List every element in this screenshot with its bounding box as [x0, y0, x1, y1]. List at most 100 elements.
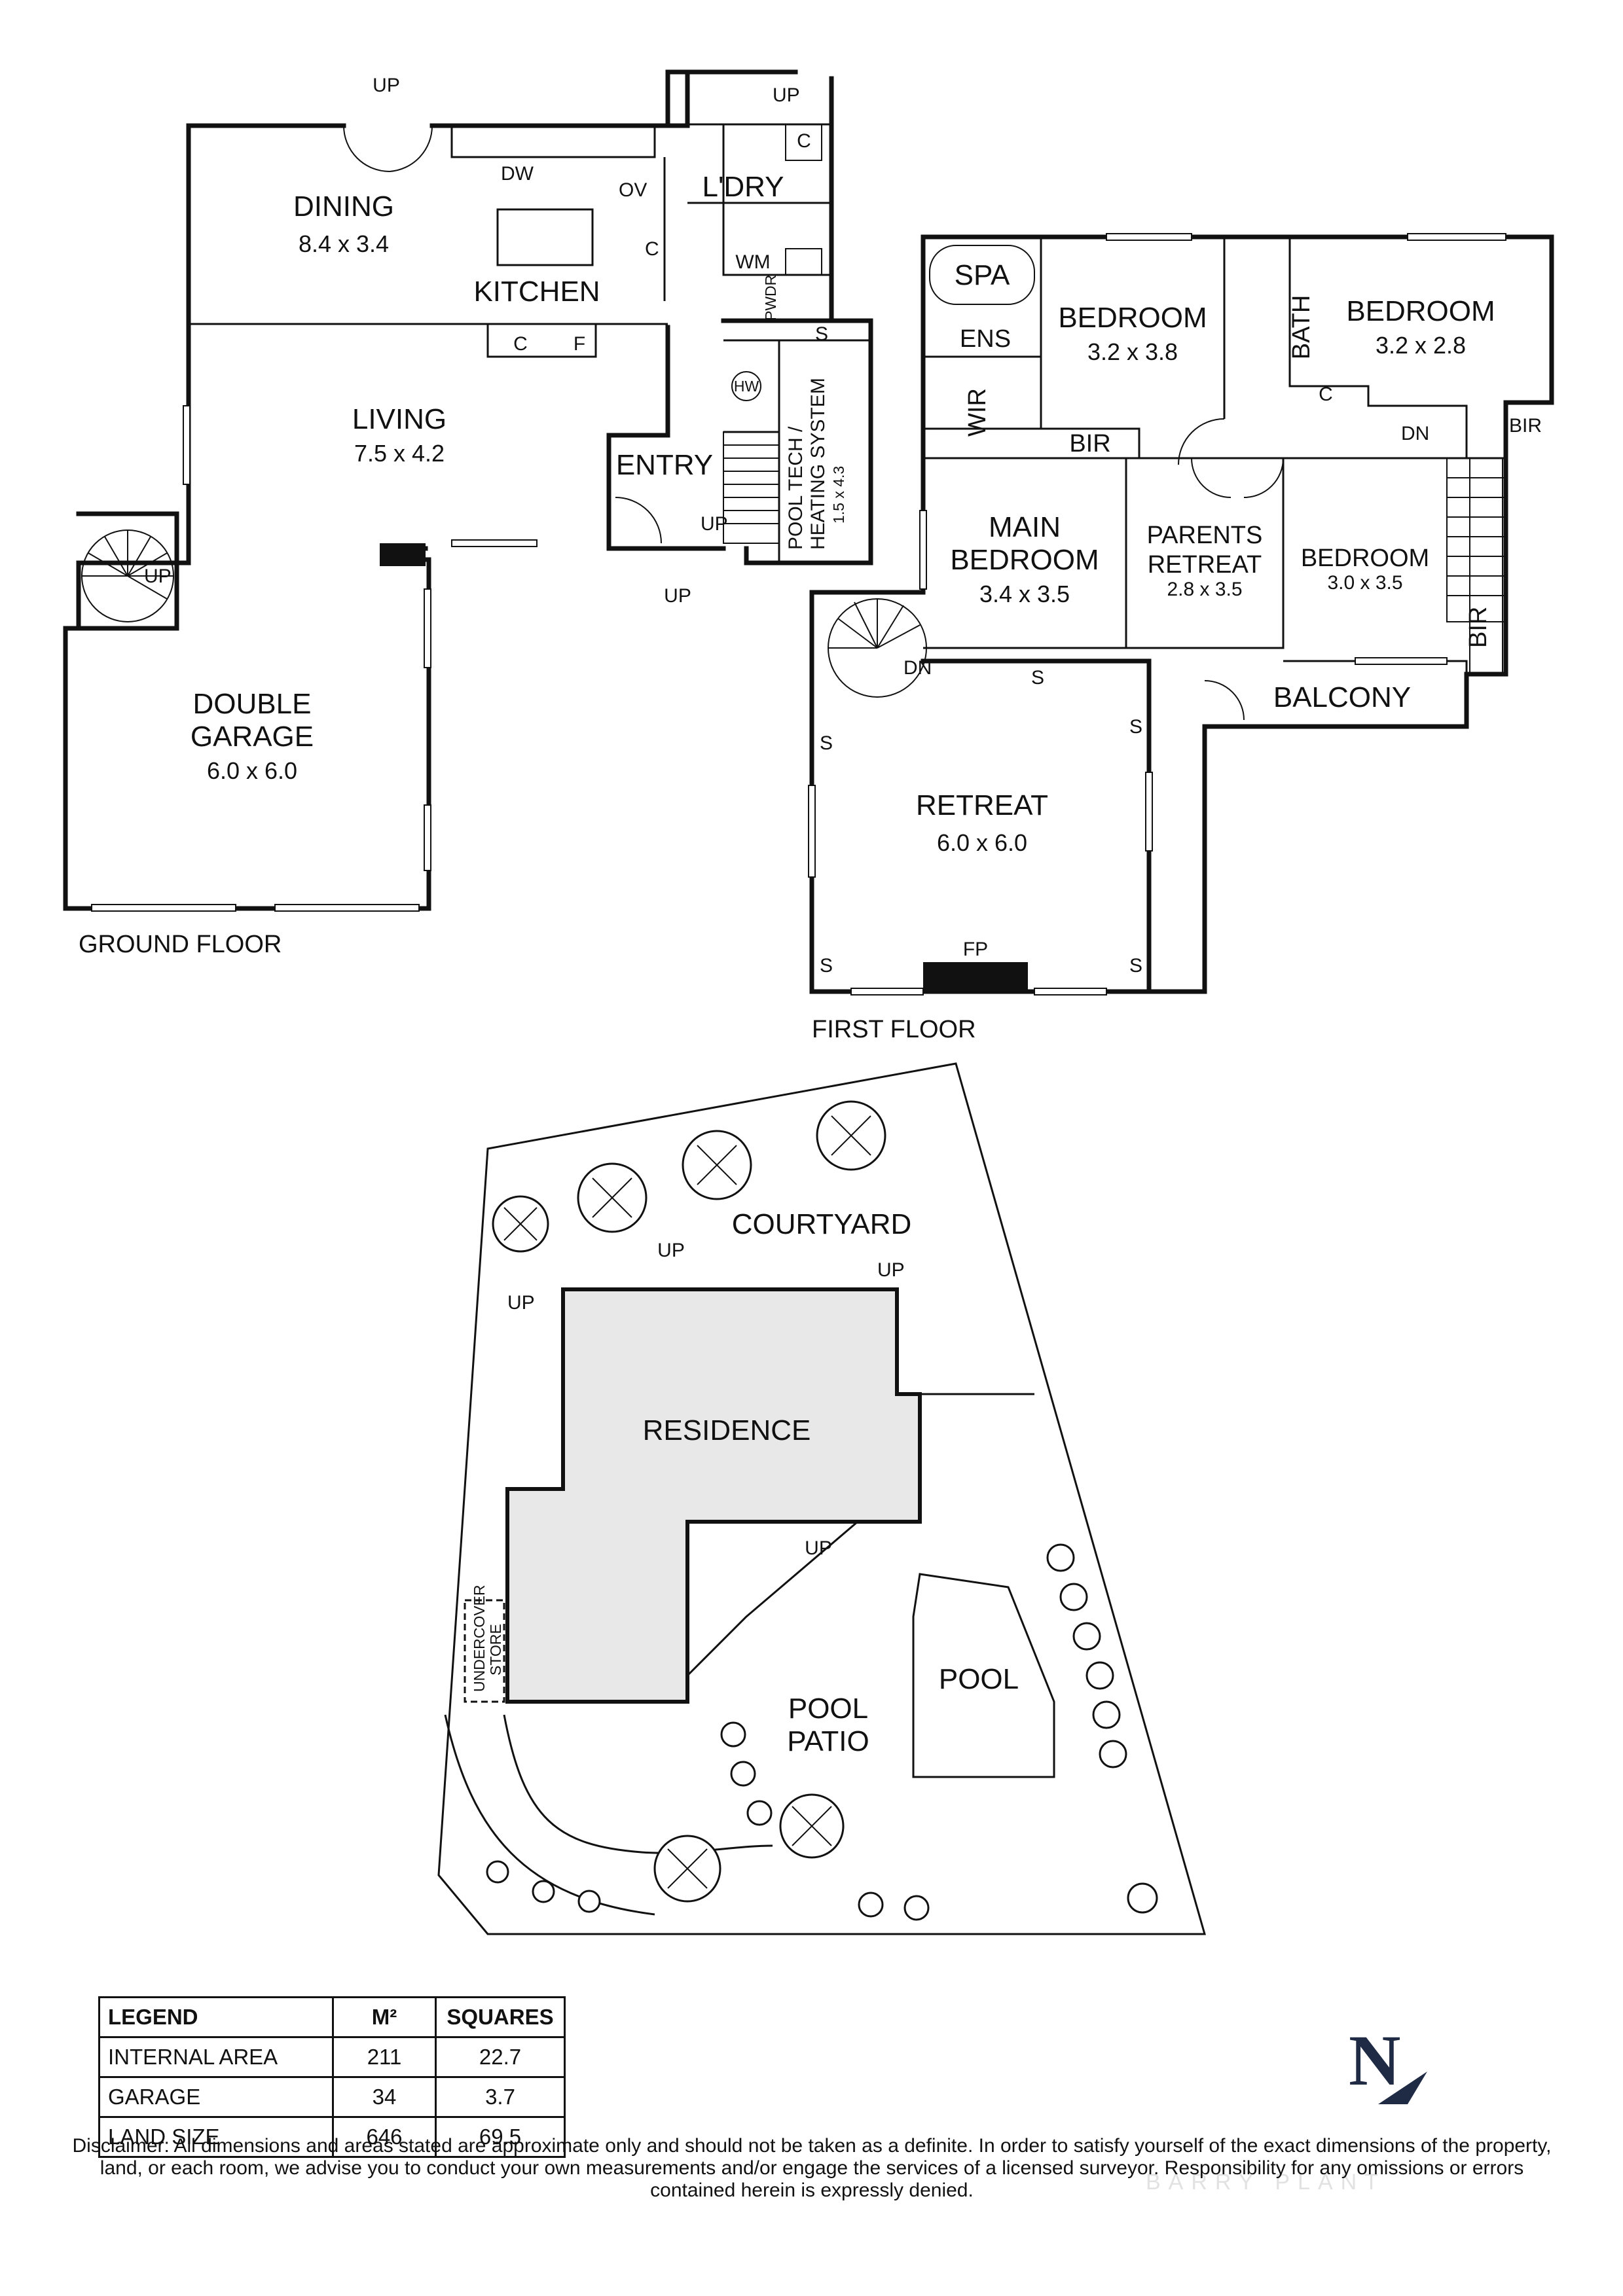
laundry-cupboard: [785, 124, 822, 161]
legend-cell: 646: [332, 2116, 437, 2158]
residence-label: RESIDENCE: [643, 1414, 811, 1446]
window: [1355, 657, 1448, 665]
bedroom1-dim: 3.2 x 3.8: [1087, 338, 1178, 365]
cupboard-label: C: [645, 238, 659, 260]
garage-label-2: GARAGE: [191, 721, 314, 753]
main-bedroom-label-1: MAIN: [989, 511, 1061, 543]
up-marker: UP: [773, 84, 800, 106]
hot-water-label: HW: [734, 378, 759, 395]
first-floor-label: FIRST FLOOR: [812, 1016, 976, 1043]
window: [91, 904, 236, 912]
cupboard-label: C: [1319, 384, 1333, 405]
legend-cell: GARAGE: [98, 2076, 334, 2118]
parents-retreat-label-1: PARENTS: [1147, 522, 1263, 549]
chimney: [380, 543, 426, 566]
storage-label: S: [1129, 716, 1142, 738]
north-arrow-icon: [1378, 2072, 1427, 2104]
parents-retreat-doors: [1191, 457, 1284, 498]
first-room-walls: [1040, 237, 1468, 458]
bir-label: BIR: [1509, 415, 1542, 437]
down-marker: DN: [1401, 423, 1429, 444]
up-marker: UP: [144, 565, 172, 587]
tree-icon: [858, 1892, 884, 1918]
residence-footprint: [505, 1287, 922, 1704]
ensuite-label: ENS: [960, 325, 1011, 353]
spa-label: SPA: [955, 259, 1010, 291]
area-legend-table: LEGEND M² SQUARES INTERNAL AREA 211 22.7…: [98, 1996, 566, 2158]
legend-row: GARAGE 34 3.7: [98, 2076, 566, 2118]
garden-trees: [486, 1100, 1158, 1921]
down-marker: DN: [903, 657, 932, 679]
tree-icon: [1072, 1622, 1101, 1651]
bir-label: BIR: [1069, 430, 1110, 457]
site-plan: [437, 1062, 1206, 1935]
up-marker: UP: [664, 585, 691, 607]
entry-door-swing: [615, 497, 662, 544]
ground-floor-plan: [63, 69, 873, 912]
tree-icon: [720, 1721, 746, 1748]
pool-patio-label-1: POOL: [788, 1693, 868, 1725]
courtyard-label: COURTYARD: [732, 1208, 912, 1240]
tree-icon: [492, 1195, 549, 1253]
entry-label: ENTRY: [616, 449, 713, 481]
kitchen-island: [496, 208, 594, 266]
legend-header-row: LEGEND M² SQUARES: [98, 1996, 566, 2038]
bedroom3-label: BEDROOM: [1301, 545, 1429, 572]
legend-row: LAND SIZE 646 69.5: [98, 2116, 566, 2158]
up-marker: UP: [877, 1259, 905, 1281]
window: [850, 988, 924, 996]
tree-icon: [1059, 1583, 1088, 1611]
legend-cell: INTERNAL AREA: [98, 2036, 334, 2078]
garden-path: [444, 1714, 773, 1916]
first-stairs: [1446, 457, 1506, 622]
up-marker: UP: [507, 1292, 535, 1314]
legend-header: LEGEND: [98, 1996, 334, 2038]
ground-spiral-stair: [81, 529, 174, 622]
legend-cell: 22.7: [435, 2036, 566, 2078]
first-spiral-stair: [828, 598, 927, 698]
garage-dim: 6.0 x 6.0: [207, 757, 297, 784]
bir-label: BIR: [1465, 607, 1492, 648]
window: [1145, 772, 1153, 852]
legend-header: M²: [332, 1996, 437, 2038]
first-inner-walls: [923, 457, 1506, 649]
ground-floor-label: GROUND FLOOR: [79, 931, 282, 958]
site-boundary: [437, 1062, 1206, 1935]
window: [451, 539, 538, 547]
up-marker: UP: [373, 75, 400, 96]
laundry-trough: [785, 248, 822, 276]
up-marker: UP: [657, 1240, 685, 1261]
legend-cell: LAND SIZE: [98, 2116, 334, 2158]
bedroom3-dim: 3.0 x 3.5: [1327, 572, 1402, 594]
legend-header: SQUARES: [435, 1996, 566, 2038]
wir-label: WIR: [964, 388, 991, 437]
stair-enclosure-wall: [76, 511, 179, 631]
dining-french-doors: [343, 125, 433, 172]
ground-labels: DINING 8.4 x 3.4 KITCHEN LIVING 7.5 x 4.…: [79, 75, 847, 958]
watermark: BARRY PLANT: [1146, 2170, 1386, 2195]
window: [424, 804, 431, 871]
bedroom2-label: BEDROOM: [1346, 295, 1495, 327]
tree-icon: [1046, 1543, 1075, 1572]
powder-room-label: PWDR: [762, 275, 779, 321]
undercover-store-label-2: STORE: [487, 1624, 504, 1676]
fridge-cupboard: [486, 324, 597, 358]
site-labels: COURTYARD RESIDENCE POOL POOL PATIO UNDE…: [471, 1208, 1019, 1757]
fridge-label: F: [574, 333, 585, 355]
pool-tech-label-2: HEATING SYSTEM: [807, 378, 829, 550]
tree-icon: [1092, 1700, 1121, 1729]
hot-water-unit: [731, 371, 761, 401]
legend-cell: 34: [332, 2076, 437, 2118]
storage-label: S: [820, 732, 833, 754]
window: [1106, 233, 1192, 241]
kitchen-bench: [450, 126, 656, 158]
window: [274, 904, 420, 912]
legend-row: INTERNAL AREA 211 22.7: [98, 2036, 566, 2078]
undercover-store-outline: [464, 1599, 505, 1703]
tree-icon: [653, 1835, 721, 1903]
window: [919, 510, 927, 590]
dining-label: DINING: [293, 190, 394, 223]
bedroom1-label: BEDROOM: [1058, 302, 1207, 334]
bedroom2-dim: 3.2 x 2.8: [1376, 332, 1466, 359]
storage-label: S: [1031, 667, 1044, 689]
